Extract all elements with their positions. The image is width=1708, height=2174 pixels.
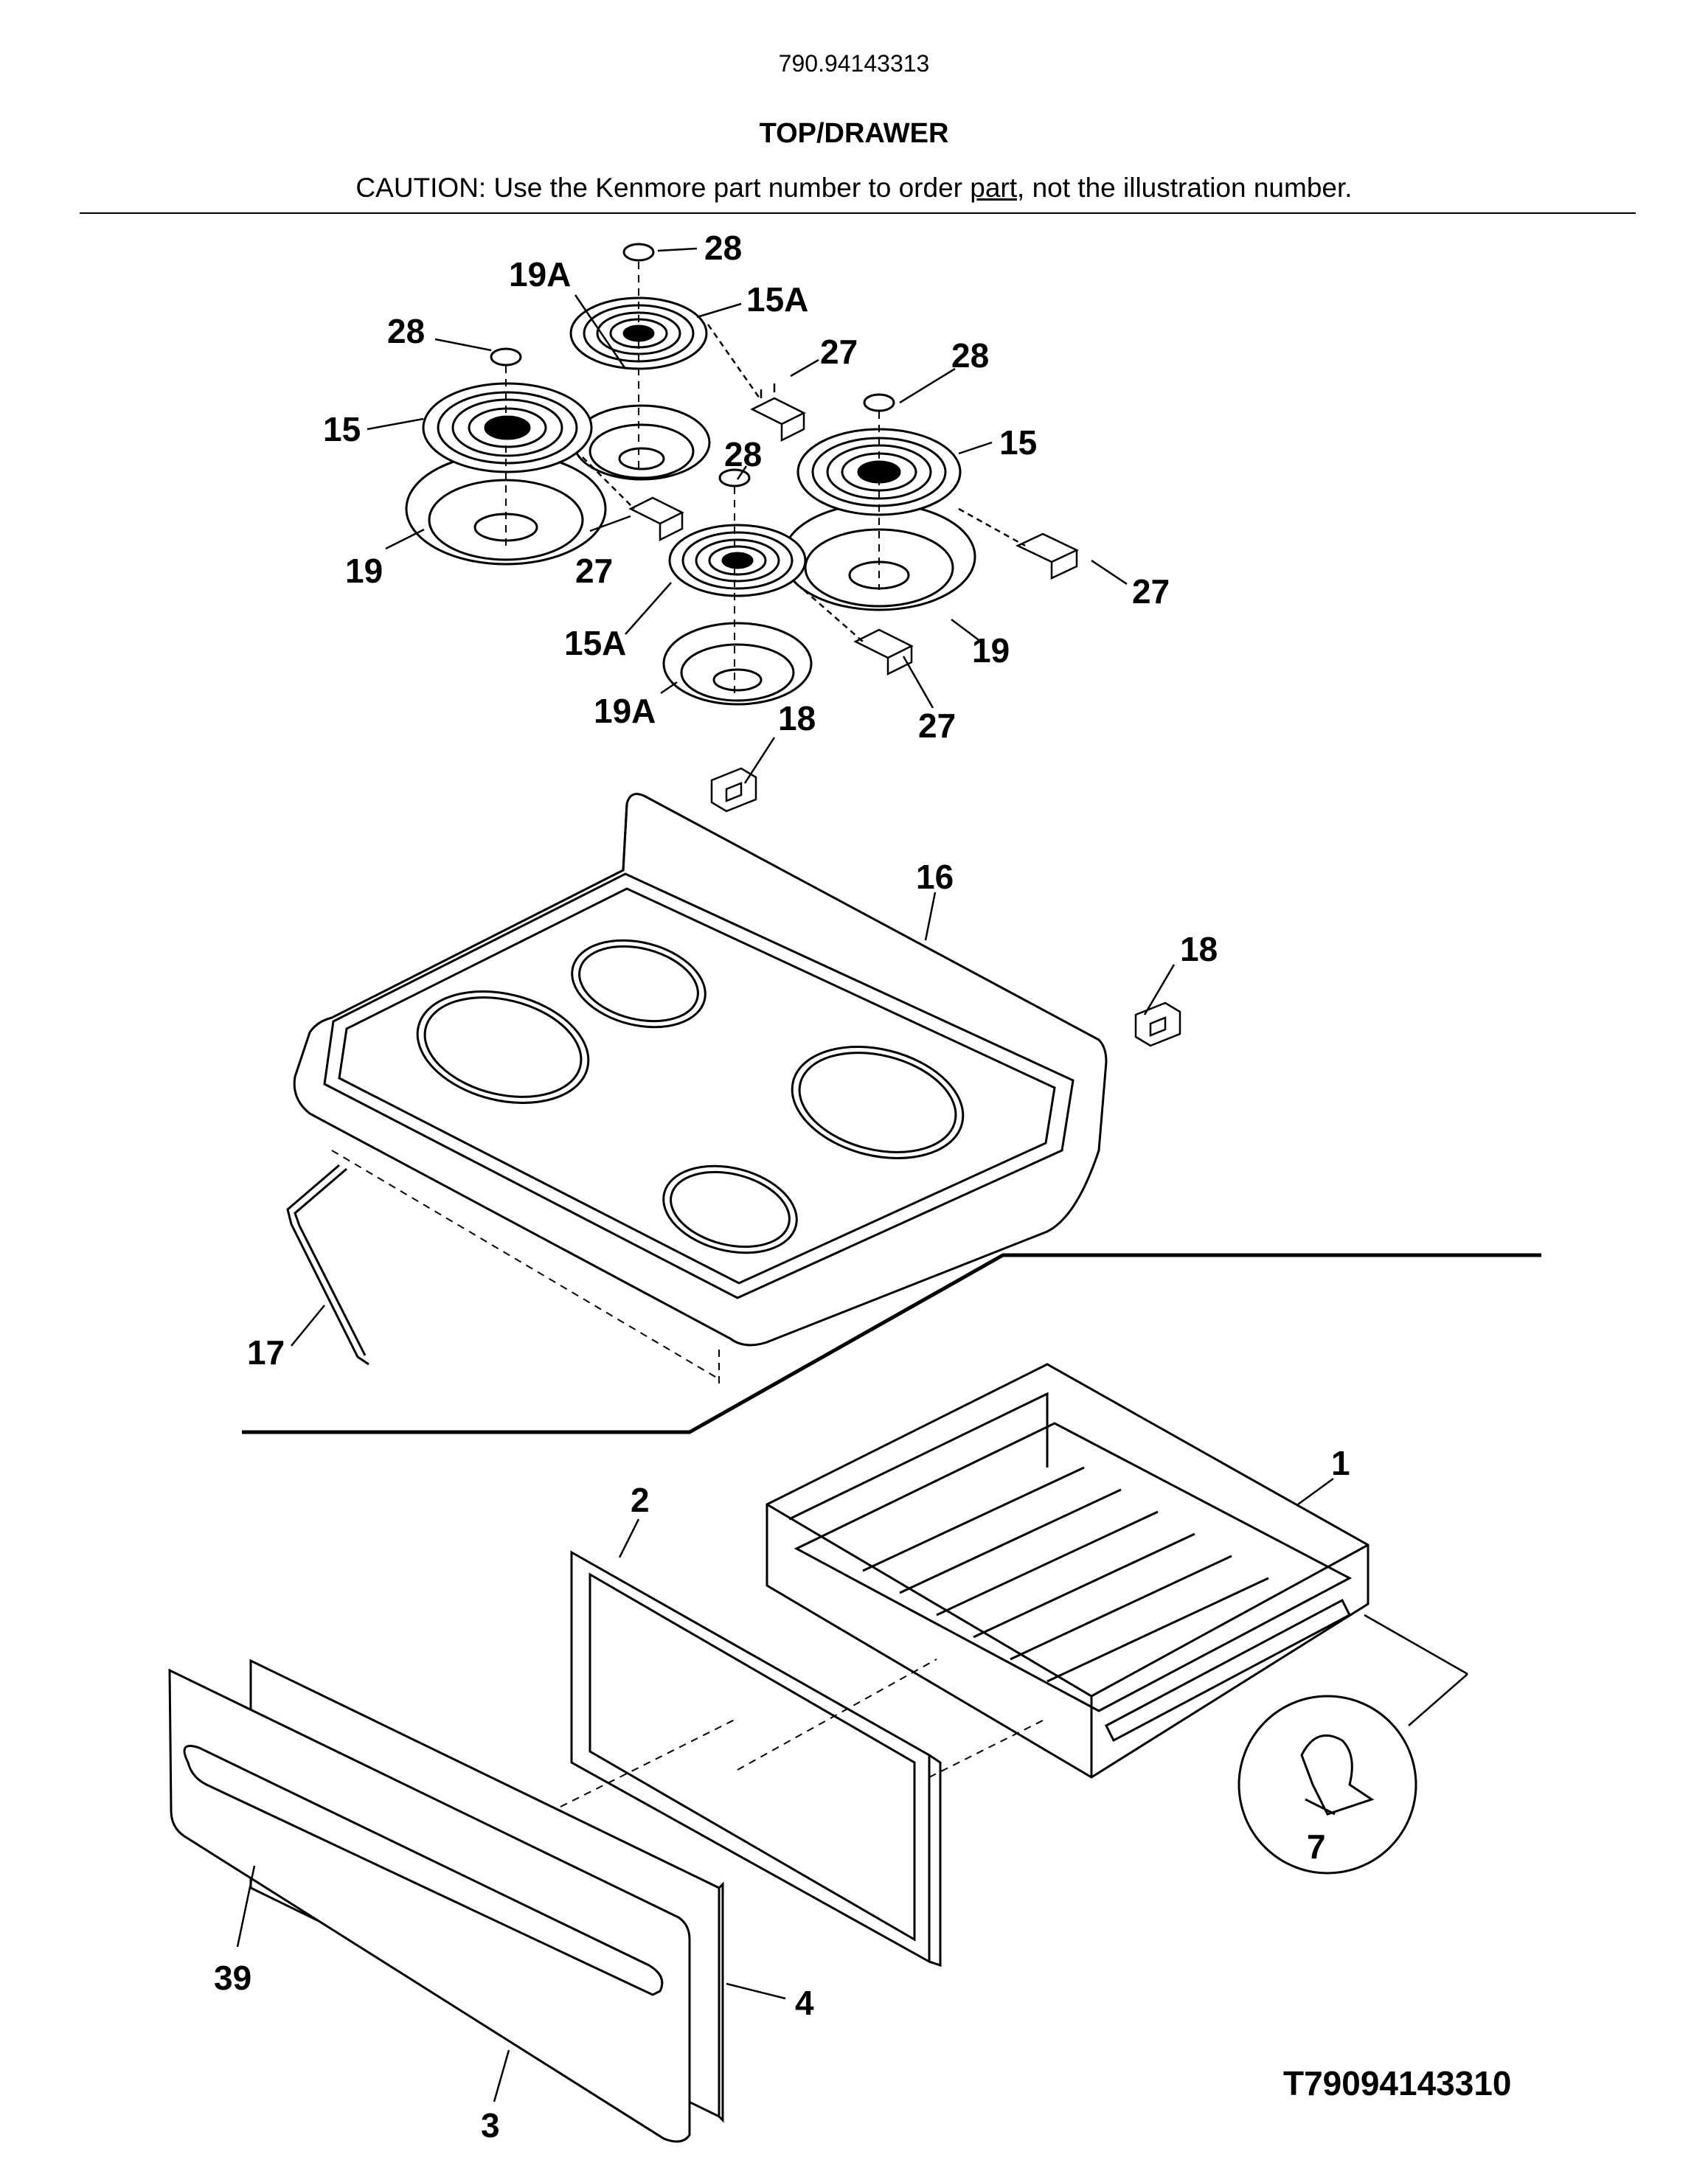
drawer-liner-box <box>766 1363 1468 1779</box>
callout-labels: 28 19A 15A 28 27 28 15 15 28 19 27 27 15… <box>214 229 1350 2145</box>
callout-1: 1 <box>1331 1444 1350 1482</box>
caution-text-after: , not the illustration number. <box>1017 173 1353 203</box>
caution-link-word: part <box>970 173 1018 203</box>
callout-19-right: 19 <box>972 631 1010 670</box>
callout-19-left: 19 <box>345 552 383 590</box>
drawer-clip-detail <box>1237 1673 1468 1875</box>
callout-39: 39 <box>214 1959 251 1997</box>
callout-7: 7 <box>1307 1827 1326 1866</box>
callout-27-left: 27 <box>575 552 613 590</box>
section-title: TOP/DRAWER <box>759 118 949 149</box>
caution-note: CAUTION: Use the Kenmore part number to … <box>0 173 1708 204</box>
callout-17: 17 <box>247 1333 285 1372</box>
header-divider <box>80 212 1636 214</box>
drawer-front-assembly <box>168 1659 738 2143</box>
callout-27-bottom: 27 <box>918 706 956 745</box>
callout-19a-top: 19A <box>509 255 571 294</box>
small-coil-element-center <box>668 524 807 597</box>
callout-28-right: 28 <box>951 336 989 375</box>
leader-lines <box>236 247 1334 2102</box>
callout-27-top: 27 <box>820 333 858 371</box>
callout-28-left: 28 <box>387 312 425 350</box>
terminal-blocks <box>582 324 1079 676</box>
callout-18-right: 18 <box>1180 930 1218 968</box>
callout-15a-bottom: 15A <box>564 624 626 662</box>
drawer-handle-grip <box>183 1745 664 1996</box>
callout-3: 3 <box>481 2106 500 2145</box>
back-right-element-group <box>782 393 976 611</box>
callout-16: 16 <box>916 858 954 896</box>
callout-4: 4 <box>795 1984 814 2022</box>
front-left-element-group <box>405 347 607 566</box>
callout-2: 2 <box>631 1481 650 1519</box>
callout-28-top: 28 <box>704 229 742 267</box>
callout-18-top: 18 <box>778 699 816 737</box>
wire-support-rod <box>286 1164 369 1366</box>
drawer-panel-frame <box>570 1550 1048 1968</box>
callout-19a-bottom: 19A <box>594 692 656 730</box>
callout-28-center: 28 <box>724 435 762 473</box>
hinge-brackets <box>710 767 1181 1047</box>
drawing-code: T79094143310 <box>1283 2064 1512 2102</box>
callout-15-right: 15 <box>999 423 1037 462</box>
large-coil-element-left <box>422 382 593 473</box>
callout-27-right: 27 <box>1132 572 1170 611</box>
model-number: 790.94143313 <box>778 50 930 77</box>
cooktop-main-top <box>293 793 1108 1386</box>
front-center-element-group <box>662 468 813 706</box>
callout-15-left: 15 <box>323 410 361 448</box>
section-separator-line <box>242 1253 1541 1434</box>
callout-15a-top: 15A <box>746 280 808 319</box>
back-left-element-group <box>569 243 711 481</box>
caution-text-before: CAUTION: Use the Kenmore part number to … <box>355 173 971 203</box>
